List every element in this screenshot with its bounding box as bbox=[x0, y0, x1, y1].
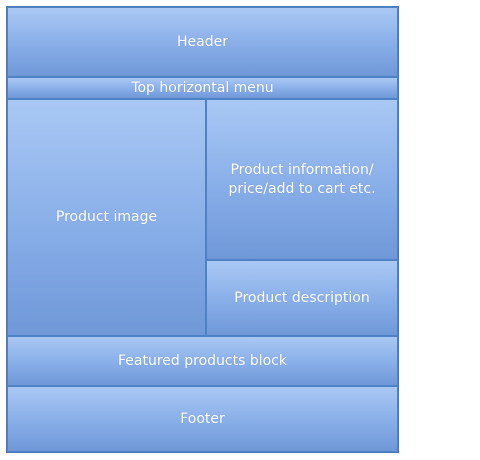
product-information-label: Product information/ price/add to cart e… bbox=[216, 161, 387, 199]
product-description-label: Product description bbox=[234, 289, 370, 306]
page-layout-wireframe: Header Top horizontal menu Product image… bbox=[6, 6, 399, 453]
product-image-label: Product image bbox=[55, 209, 158, 225]
product-description-block: Product description bbox=[206, 260, 398, 336]
product-information-line-1: Product information/ bbox=[230, 161, 374, 178]
product-image-block: Product image bbox=[7, 99, 206, 336]
footer-block: Footer bbox=[7, 386, 398, 452]
featured-products-label: Featured products block bbox=[118, 352, 287, 369]
featured-products-block: Featured products block bbox=[7, 336, 398, 386]
top-horizontal-menu-block: Top horizontal menu bbox=[7, 77, 398, 99]
top-horizontal-menu-label: Top horizontal menu bbox=[131, 79, 274, 96]
product-information-line-2: price/add to cart etc. bbox=[228, 180, 376, 197]
product-information-block: Product information/ price/add to cart e… bbox=[206, 99, 398, 260]
header-label: Header bbox=[177, 33, 228, 50]
footer-label: Footer bbox=[180, 410, 225, 427]
header-block: Header bbox=[7, 7, 398, 77]
